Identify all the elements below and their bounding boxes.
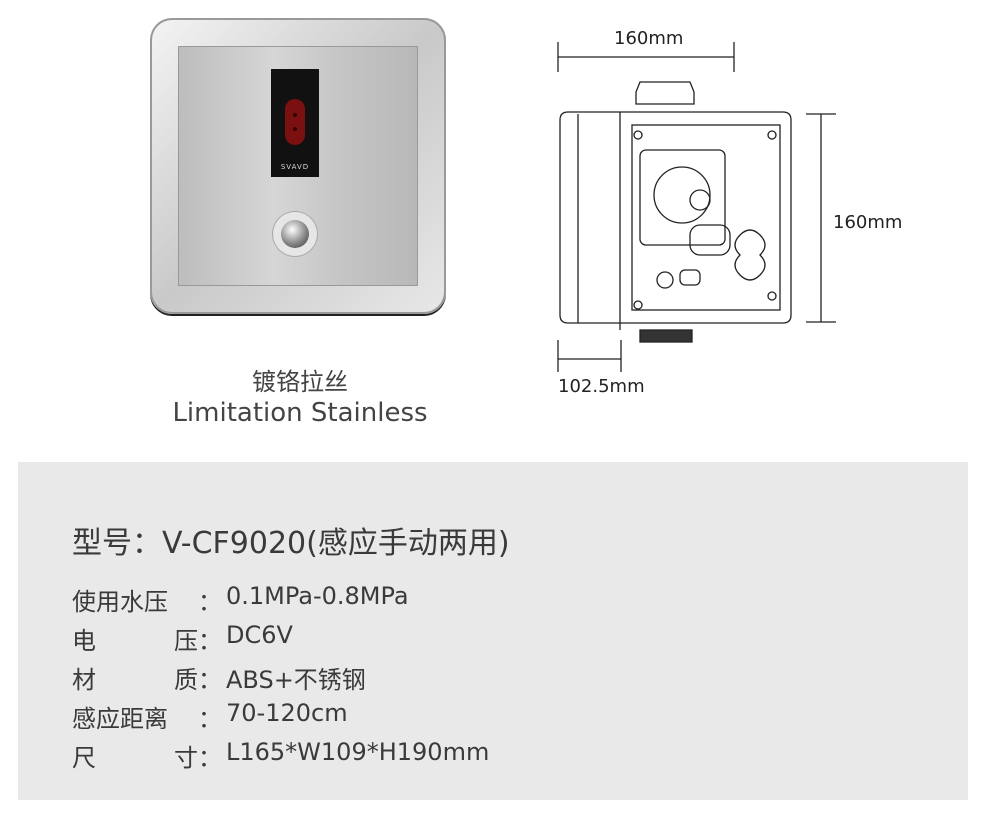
spec-value: ABS+不锈钢 [226,666,366,694]
spec-label: 感应距离 [72,705,168,733]
spec-row-voltage: 电 压： DC6V [72,621,293,656]
spec-colon: ： [198,666,222,694]
spec-label: 尺 [72,744,96,772]
depth-dimension-label: 102.5mm [558,376,645,397]
spec-colon: ： [198,588,222,616]
spec-value: 0.1MPa-0.8MPa [226,582,409,610]
height-dimension-label: 160mm [833,212,903,233]
specification-panel: 型号：V-CF9020(感应手动两用) 使用水压： 0.1MPa-0.8MPa … [18,462,968,800]
spec-label: 质 [174,666,198,694]
spec-value: DC6V [226,621,293,649]
spec-colon: ： [198,627,222,655]
brand-logo: SVAVD [280,163,310,171]
spec-value: L165*W109*H190mm [226,738,490,766]
spec-colon: ： [198,744,222,772]
spec-colon: ： [198,705,222,733]
spec-row-water-pressure: 使用水压 ： 0.1MPa-0.8MPa [72,582,409,617]
spec-row-dimensions: 尺 寸： L165*W109*H190mm [72,738,489,773]
spec-label: 电 [72,627,96,655]
valve-box-drawing [559,81,792,343]
infrared-sensor-window: SVAVD [271,69,319,177]
spec-value: 70-120cm [226,699,348,727]
flush-valve-panel-image: SVAVD [150,18,446,314]
spec-label: 材 [72,666,96,694]
spec-label: 寸 [174,744,198,772]
spec-row-sensing-distance: 感应距离 ： 70-120cm [72,699,348,734]
dimension-lines [557,42,836,372]
dimension-diagram: 160mm 160mm 102.5mm [540,20,920,400]
spec-row-material: 材 质： ABS+不锈钢 [72,660,366,695]
spec-label: 压 [174,627,198,655]
width-dimension-label: 160mm [614,28,684,49]
manual-flush-button-image [273,212,317,256]
model-title: 型号：V-CF9020(感应手动两用) [72,526,510,561]
finish-caption-en: Limitation Stainless [172,398,428,428]
finish-caption-cn: 镀铬拉丝 [252,368,348,396]
spec-label: 使用水压 [72,588,168,616]
